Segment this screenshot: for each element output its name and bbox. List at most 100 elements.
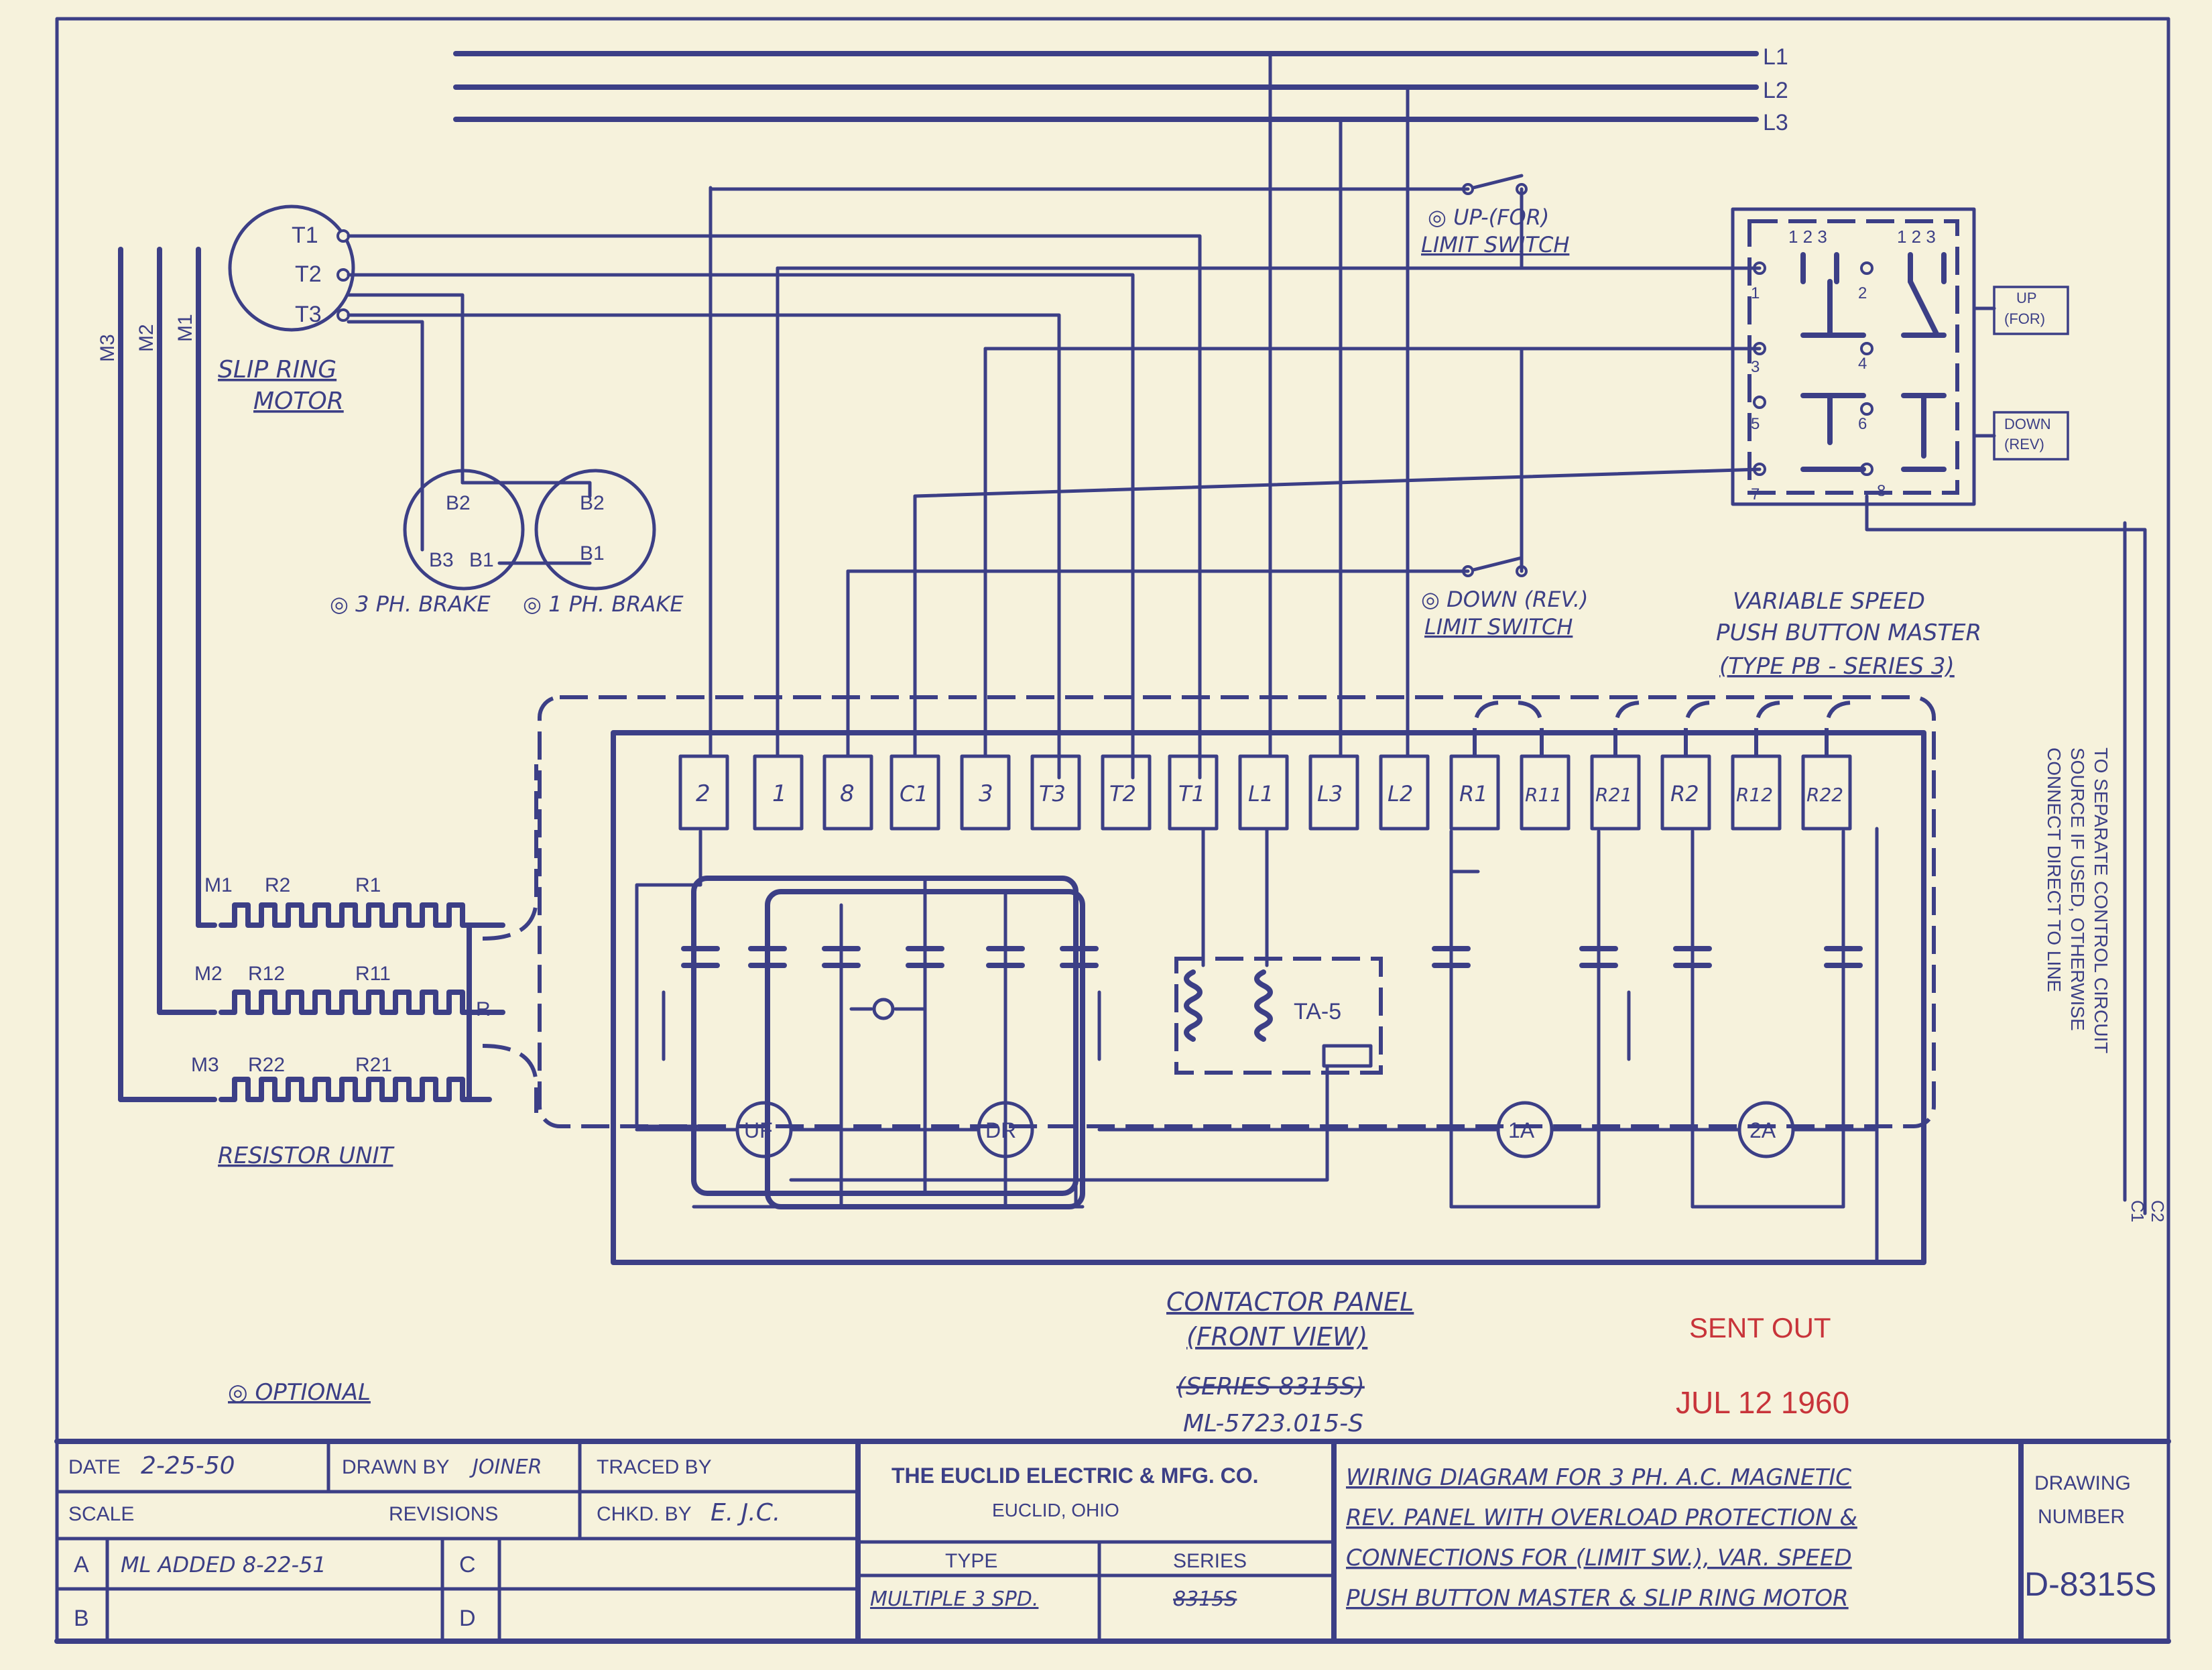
tb-drawing-number: D-8315S xyxy=(2024,1565,2156,1603)
res-row1-m: M1 xyxy=(204,874,233,896)
motor-lead-m2: M2 xyxy=(135,324,158,352)
pb-title-2: PUSH BUTTON MASTER xyxy=(1716,619,1981,646)
overload-ta5: TA-5 xyxy=(1174,827,1383,1075)
terminal-label-r22: R22 xyxy=(1806,784,1843,806)
ml-number: ML-5723.015-S xyxy=(1183,1410,1363,1437)
side-note-3: CONNECT DIRECT TO LINE xyxy=(2044,748,2065,992)
push-button-master: 1 2 3 1 2 3 1 2 3 4 5 6 7 8 UP ( xyxy=(1716,207,2147,1215)
motor-terminal-t1: T1 xyxy=(292,223,318,248)
tb-rev-d: D xyxy=(459,1606,476,1631)
single-phase-brake-label: ◎ 1 PH. BRAKE xyxy=(523,591,684,617)
side-terminal-c2: C2 xyxy=(2148,1200,2168,1222)
terminal-label-t3: T3 xyxy=(1039,781,1066,807)
tb-series-value: 8315S xyxy=(1173,1588,1237,1611)
line-label-l3: L3 xyxy=(1763,110,1788,135)
tb-rev-a: A xyxy=(74,1552,89,1577)
pb-terminal-8: 8 xyxy=(1877,482,1886,500)
terminal-label-r21: R21 xyxy=(1595,784,1632,806)
contactor-panel-label: CONTACTOR PANEL xyxy=(1166,1287,1414,1317)
terminal-l1 xyxy=(1238,754,1289,831)
panel-contacts xyxy=(635,829,1863,1209)
motor-circle xyxy=(228,204,355,332)
pb-title-1: VARIABLE SPEED xyxy=(1733,588,1925,615)
slip-ring-motor: T1 T2 T3 SLIP RING MOTOR xyxy=(218,204,355,415)
res-common-r: R xyxy=(476,998,491,1020)
tb-type-value: MULTIPLE 3 SPD. xyxy=(870,1588,1038,1611)
side-note-1: TO SEPARATE CONTROL CIRCUIT xyxy=(2091,748,2111,1053)
control-source-note: TO SEPARATE CONTROL CIRCUIT SOURCE IF US… xyxy=(2044,521,2168,1222)
terminal-label-2: 2 xyxy=(696,780,711,807)
title-block: DATE 2-25-50 DRAWN BY JOINER TRACED BY S… xyxy=(54,1439,2171,1644)
pb-master-outer xyxy=(1731,207,1976,506)
motor-terminal-t2: T2 xyxy=(295,261,322,287)
terminal-label-8: 8 xyxy=(840,780,855,807)
contactor-panel: 2 1 8 C1 3 T3 T2 T1 L1 L3 L2 R1 R11 R21 … xyxy=(538,52,1936,1265)
res-row1-b: R1 xyxy=(355,874,381,896)
tb-drawn-value: JOINER xyxy=(469,1455,542,1479)
terminal-label-l1: L1 xyxy=(1248,781,1274,807)
tb-desc-1: WIRING DIAGRAM FOR 3 PH. A.C. MAGNETIC xyxy=(1346,1464,1851,1491)
pb-terminal-2: 2 xyxy=(1858,284,1867,302)
terminal-t3 xyxy=(1030,754,1081,831)
pb-terminal-7: 7 xyxy=(1751,485,1760,503)
single-phase-brake xyxy=(534,469,656,591)
resistor-unit: M1 R2 R1 M2 R12 R11 M3 R22 R21 R RESISTO… xyxy=(191,764,538,1169)
pb-up-label-2: (FOR) xyxy=(2004,310,2045,327)
sent-out-stamp: SENT OUT xyxy=(1689,1312,1831,1344)
pb-master-inner xyxy=(1747,219,1959,495)
terminal-label-t1: T1 xyxy=(1178,781,1205,807)
tb-revisions-label: REVISIONS xyxy=(389,1503,498,1525)
motor-lead-m3: M3 xyxy=(97,334,119,362)
terminal-t2 xyxy=(1101,754,1152,831)
res-row3-b: R21 xyxy=(355,1054,392,1076)
tb-date-label: DATE xyxy=(68,1456,121,1478)
up-limit-switch-label-1: ◎ UP-(FOR) xyxy=(1428,204,1549,230)
motor-lead-bus: M3 M2 M1 xyxy=(97,247,217,1102)
terminal-label-3: 3 xyxy=(979,780,993,807)
tb-type-label: TYPE xyxy=(945,1550,997,1572)
tb-desc-4: PUSH BUTTON MASTER & SLIP RING MOTOR xyxy=(1346,1585,1849,1612)
pb-terminal-3: 3 xyxy=(1751,358,1760,376)
res-row3-a: R22 xyxy=(248,1054,285,1076)
tb-company: THE EUCLID ELECTRIC & MFG. CO. xyxy=(892,1464,1259,1488)
motor-label-line1: SLIP RING xyxy=(218,356,336,383)
brake1-b2: B2 xyxy=(580,492,605,514)
panel-coils: UF DR 1A 2A xyxy=(635,827,1879,1262)
tb-city: EUCLID, OHIO xyxy=(992,1500,1119,1520)
side-terminal-c1: C1 xyxy=(2128,1200,2148,1222)
limit-switches: ◎ UP-(FOR) LIMIT SWITCH ◎ DOWN (REV.) LI… xyxy=(709,174,1758,640)
tb-rev-c: C xyxy=(459,1552,476,1577)
res-row2-b: R11 xyxy=(355,963,391,985)
brake1-b1: B1 xyxy=(580,542,605,564)
pb-terminal-4: 4 xyxy=(1858,355,1867,373)
three-phase-brake-label: ◎ 3 PH. BRAKE xyxy=(330,591,491,617)
tb-date-value: 2-25-50 xyxy=(141,1452,235,1480)
contactor-panel-sublabel: (FRONT VIEW) xyxy=(1186,1322,1367,1352)
pb-terminal-6: 6 xyxy=(1858,415,1867,433)
pb-up-label-1: UP xyxy=(2016,290,2037,306)
terminal-label-1: 1 xyxy=(772,780,787,807)
motor-label-line2: MOTOR xyxy=(253,387,344,415)
dr-coil-label: DR xyxy=(985,1118,1016,1142)
terminal-2 xyxy=(678,754,729,831)
tb-drawing-label-2: NUMBER xyxy=(2038,1506,2125,1528)
line-label-l2: L2 xyxy=(1763,78,1788,103)
terminal-label-l3: L3 xyxy=(1317,781,1343,807)
control-relay-contact xyxy=(872,998,895,1020)
pb-header-right: 1 2 3 xyxy=(1897,227,1936,247)
res-row1-a: R2 xyxy=(265,874,290,896)
pb-contacts xyxy=(1800,252,1947,472)
series-struck: (SERIES 8315S) xyxy=(1176,1373,1365,1400)
tb-scale-label: SCALE xyxy=(68,1503,134,1525)
tb-drawing-label-1: DRAWING xyxy=(2034,1472,2131,1494)
tb-desc-2: REV. PANEL WITH OVERLOAD PROTECTION & xyxy=(1346,1504,1857,1531)
res-row2-a: R12 xyxy=(248,963,285,985)
panel-feed-wires xyxy=(709,52,1854,758)
three-phase-brake xyxy=(403,469,525,591)
terminal-l3 xyxy=(1308,754,1359,831)
down-limit-switch-label-2: LIMIT SWITCH xyxy=(1424,614,1573,640)
terminal-label-r11: R11 xyxy=(1525,784,1562,806)
brake3-b3: B3 xyxy=(429,549,454,571)
pb-title-3: (TYPE PB - SERIES 3) xyxy=(1719,653,1955,680)
motor-lead-m1: M1 xyxy=(174,314,196,342)
